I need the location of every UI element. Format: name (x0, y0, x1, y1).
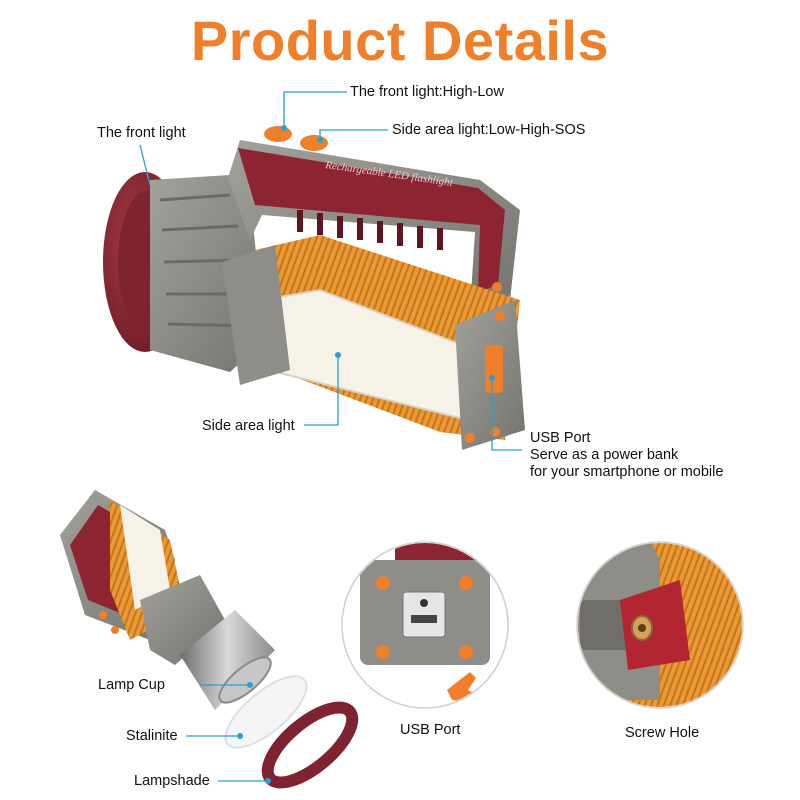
stalinite-label: Stalinite (126, 728, 178, 744)
lampshade-label: Lampshade (134, 773, 210, 789)
side-light-button (300, 135, 328, 151)
usb-port-desc-1: Serve as a power bank (530, 447, 679, 463)
usb-port-title: USB Port (530, 430, 591, 446)
page-title: Product Details (190, 9, 610, 72)
stalinite-lens (224, 675, 308, 749)
usb-port-desc-2: for your smartphone or mobile (530, 464, 724, 480)
exploded-flashlight (60, 490, 225, 665)
screw-hole-label: Screw Hole (625, 725, 700, 741)
collar (222, 245, 290, 385)
usb-cover (485, 345, 503, 393)
main-flashlight: Rechargeable LED flashlight (103, 126, 525, 450)
handle-grip (238, 148, 505, 292)
front-light-button (264, 126, 292, 142)
front-light-label: The front light (97, 125, 186, 141)
lampshade-ring (261, 701, 359, 789)
callout-lines (139, 91, 522, 451)
usb-port-detail (341, 541, 509, 709)
screw-hole-detail (576, 541, 744, 709)
side-area-light-label: Side area light (202, 418, 295, 434)
front-light-mode-label: The front light:High-Low (350, 84, 504, 100)
lamp-cup-label: Lamp Cup (98, 677, 165, 693)
side-light-mode-label: Side area light:Low-High-SOS (392, 122, 586, 138)
usb-port-detail-label: USB Port (400, 722, 461, 738)
